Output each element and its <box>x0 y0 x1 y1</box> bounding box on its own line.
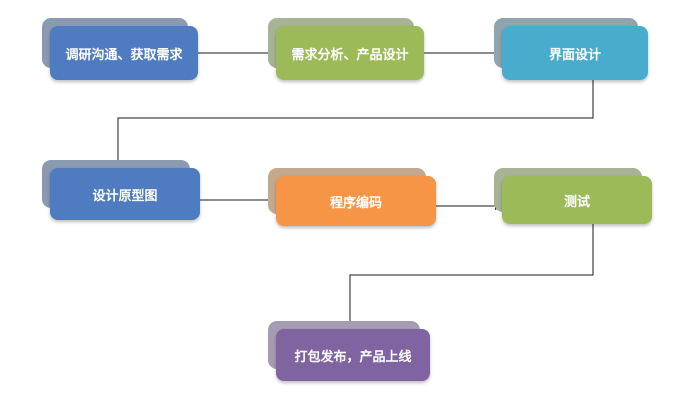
flow-node-prototype: 设计原型图 <box>42 160 200 220</box>
flow-node-analysis-design: 需求分析、产品设计 <box>268 18 424 80</box>
node-label: 调研沟通、获取需求 <box>50 26 198 80</box>
node-label: 程序编码 <box>276 176 436 226</box>
flow-node-research: 调研沟通、获取需求 <box>42 18 198 80</box>
node-label: 设计原型图 <box>50 168 200 220</box>
flow-node-testing: 测试 <box>494 168 652 224</box>
connector-arrow-n6-n7 <box>346 224 594 330</box>
node-label: 打包发布，产品上线 <box>276 329 430 381</box>
node-label: 界面设计 <box>502 26 648 80</box>
flow-node-coding: 程序编码 <box>268 168 436 226</box>
flow-node-release: 打包发布，产品上线 <box>268 321 430 381</box>
node-label: 需求分析、产品设计 <box>276 26 424 80</box>
flow-node-ui-design: 界面设计 <box>494 18 648 80</box>
node-label: 测试 <box>502 176 652 224</box>
connector-arrow-n3-n4 <box>114 80 594 169</box>
